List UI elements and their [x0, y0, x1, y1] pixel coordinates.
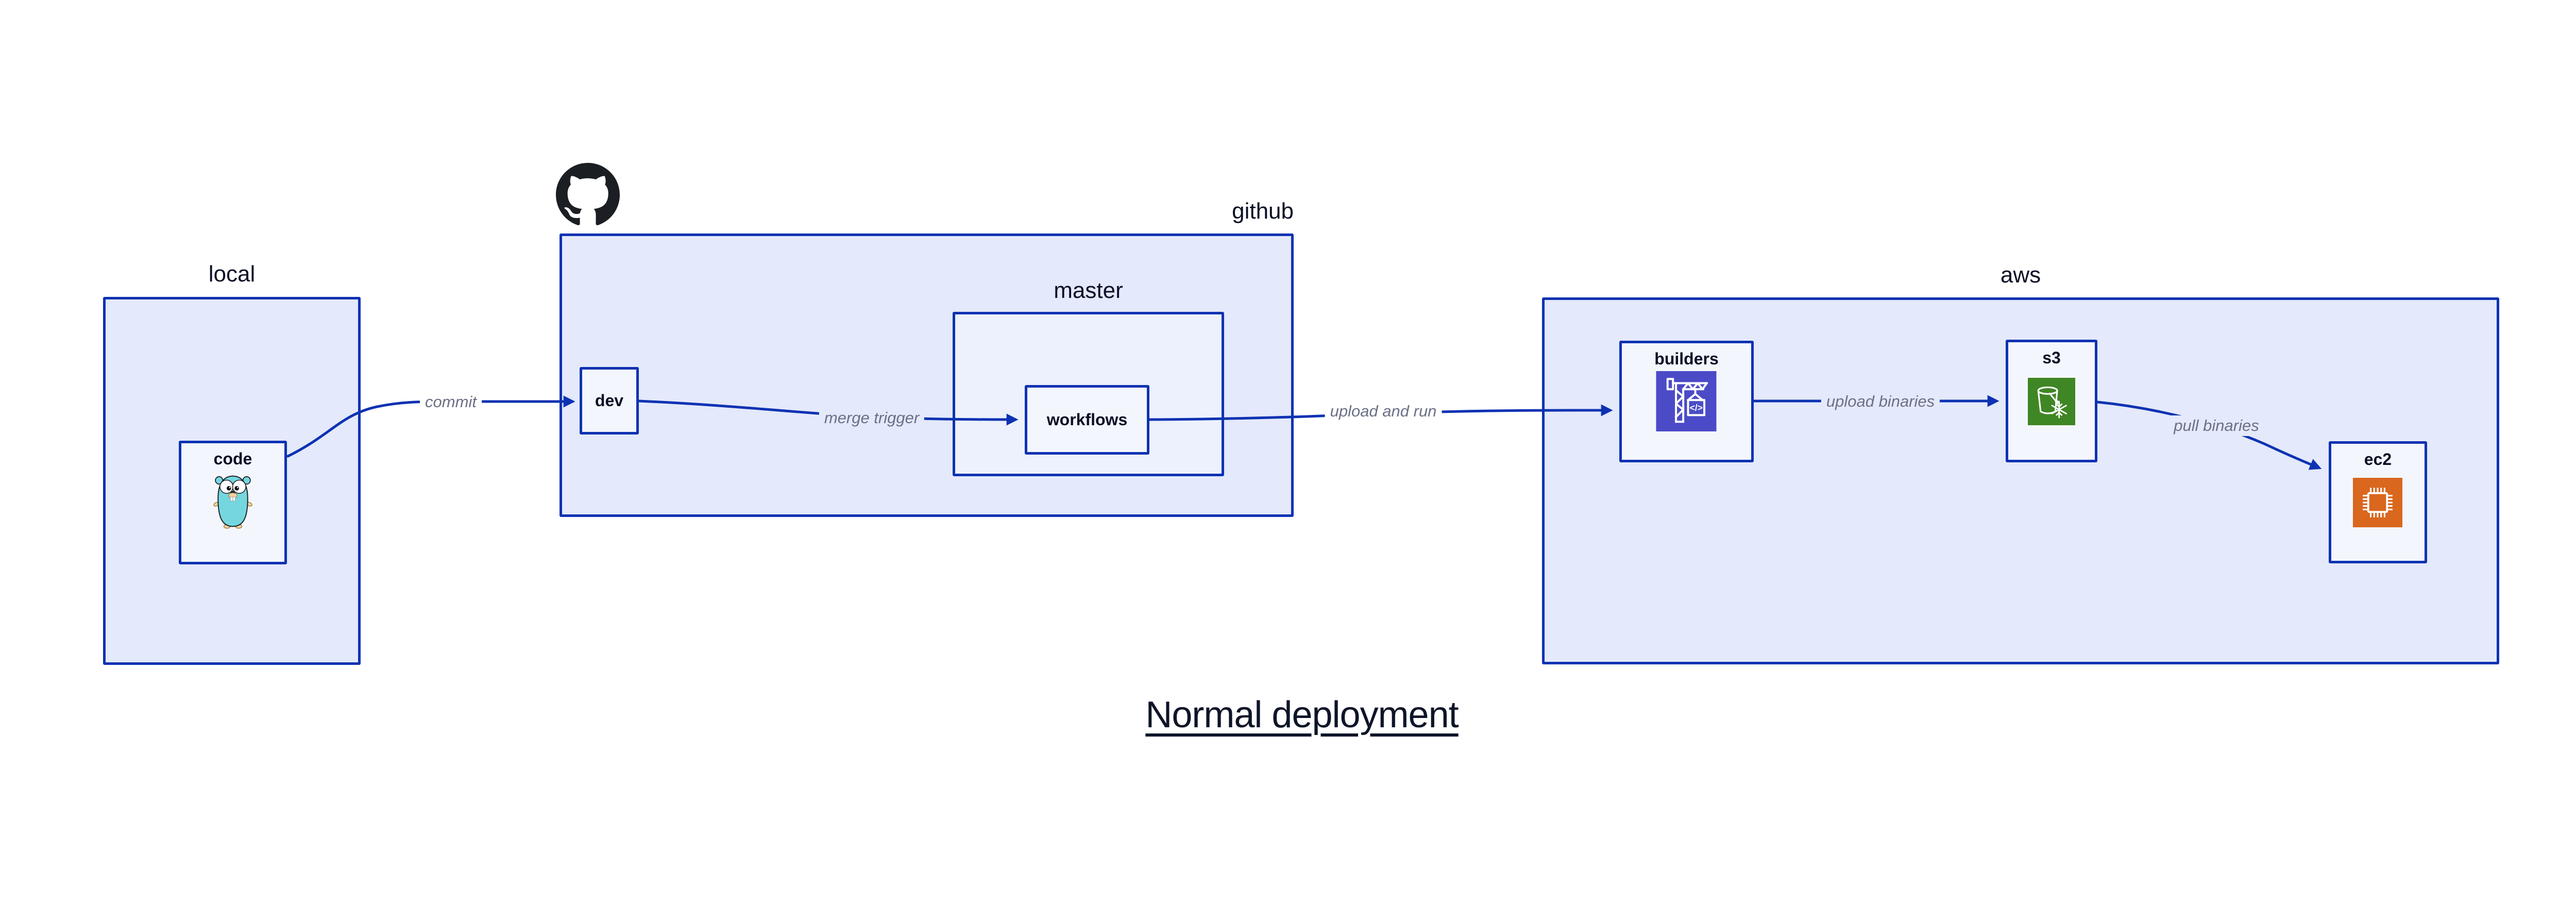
- svg-text:</>: </>: [1690, 403, 1703, 413]
- node-label-code: code: [213, 449, 252, 468]
- diagram-title: Normal deployment: [1145, 694, 1459, 736]
- group-label-master: master: [1054, 278, 1123, 303]
- group-label-github: github: [1232, 198, 1294, 224]
- node-label-ec2: ec2: [2364, 450, 2392, 469]
- node-label-builders: builders: [1654, 349, 1719, 368]
- aws-s3-bucket-snowflake-icon: [2028, 378, 2075, 425]
- edge-label-commit: commit: [420, 392, 482, 412]
- group-label-aws: aws: [2000, 262, 2041, 288]
- node-label-dev: dev: [595, 391, 624, 410]
- node-dev: dev: [580, 367, 639, 435]
- edge-label-merge-trigger: merge trigger: [819, 408, 925, 428]
- aws-codebuild-crane-icon: </>: [1656, 371, 1717, 431]
- edge-label-pull-binaries: pull binaries: [2168, 415, 2264, 436]
- go-gopher-icon: [213, 473, 252, 529]
- github-octocat-icon: [555, 163, 620, 227]
- node-label-workflows: workflows: [1046, 410, 1128, 429]
- edge-label-upload-and-run: upload and run: [1325, 401, 1442, 422]
- group-label-local: local: [208, 261, 256, 287]
- node-label-s3: s3: [2042, 348, 2061, 367]
- edge-label-upload-binaries: upload binaries: [1821, 391, 1940, 412]
- node-workflows: workflows: [1025, 385, 1149, 455]
- aws-ec2-chip-icon: [2353, 478, 2402, 527]
